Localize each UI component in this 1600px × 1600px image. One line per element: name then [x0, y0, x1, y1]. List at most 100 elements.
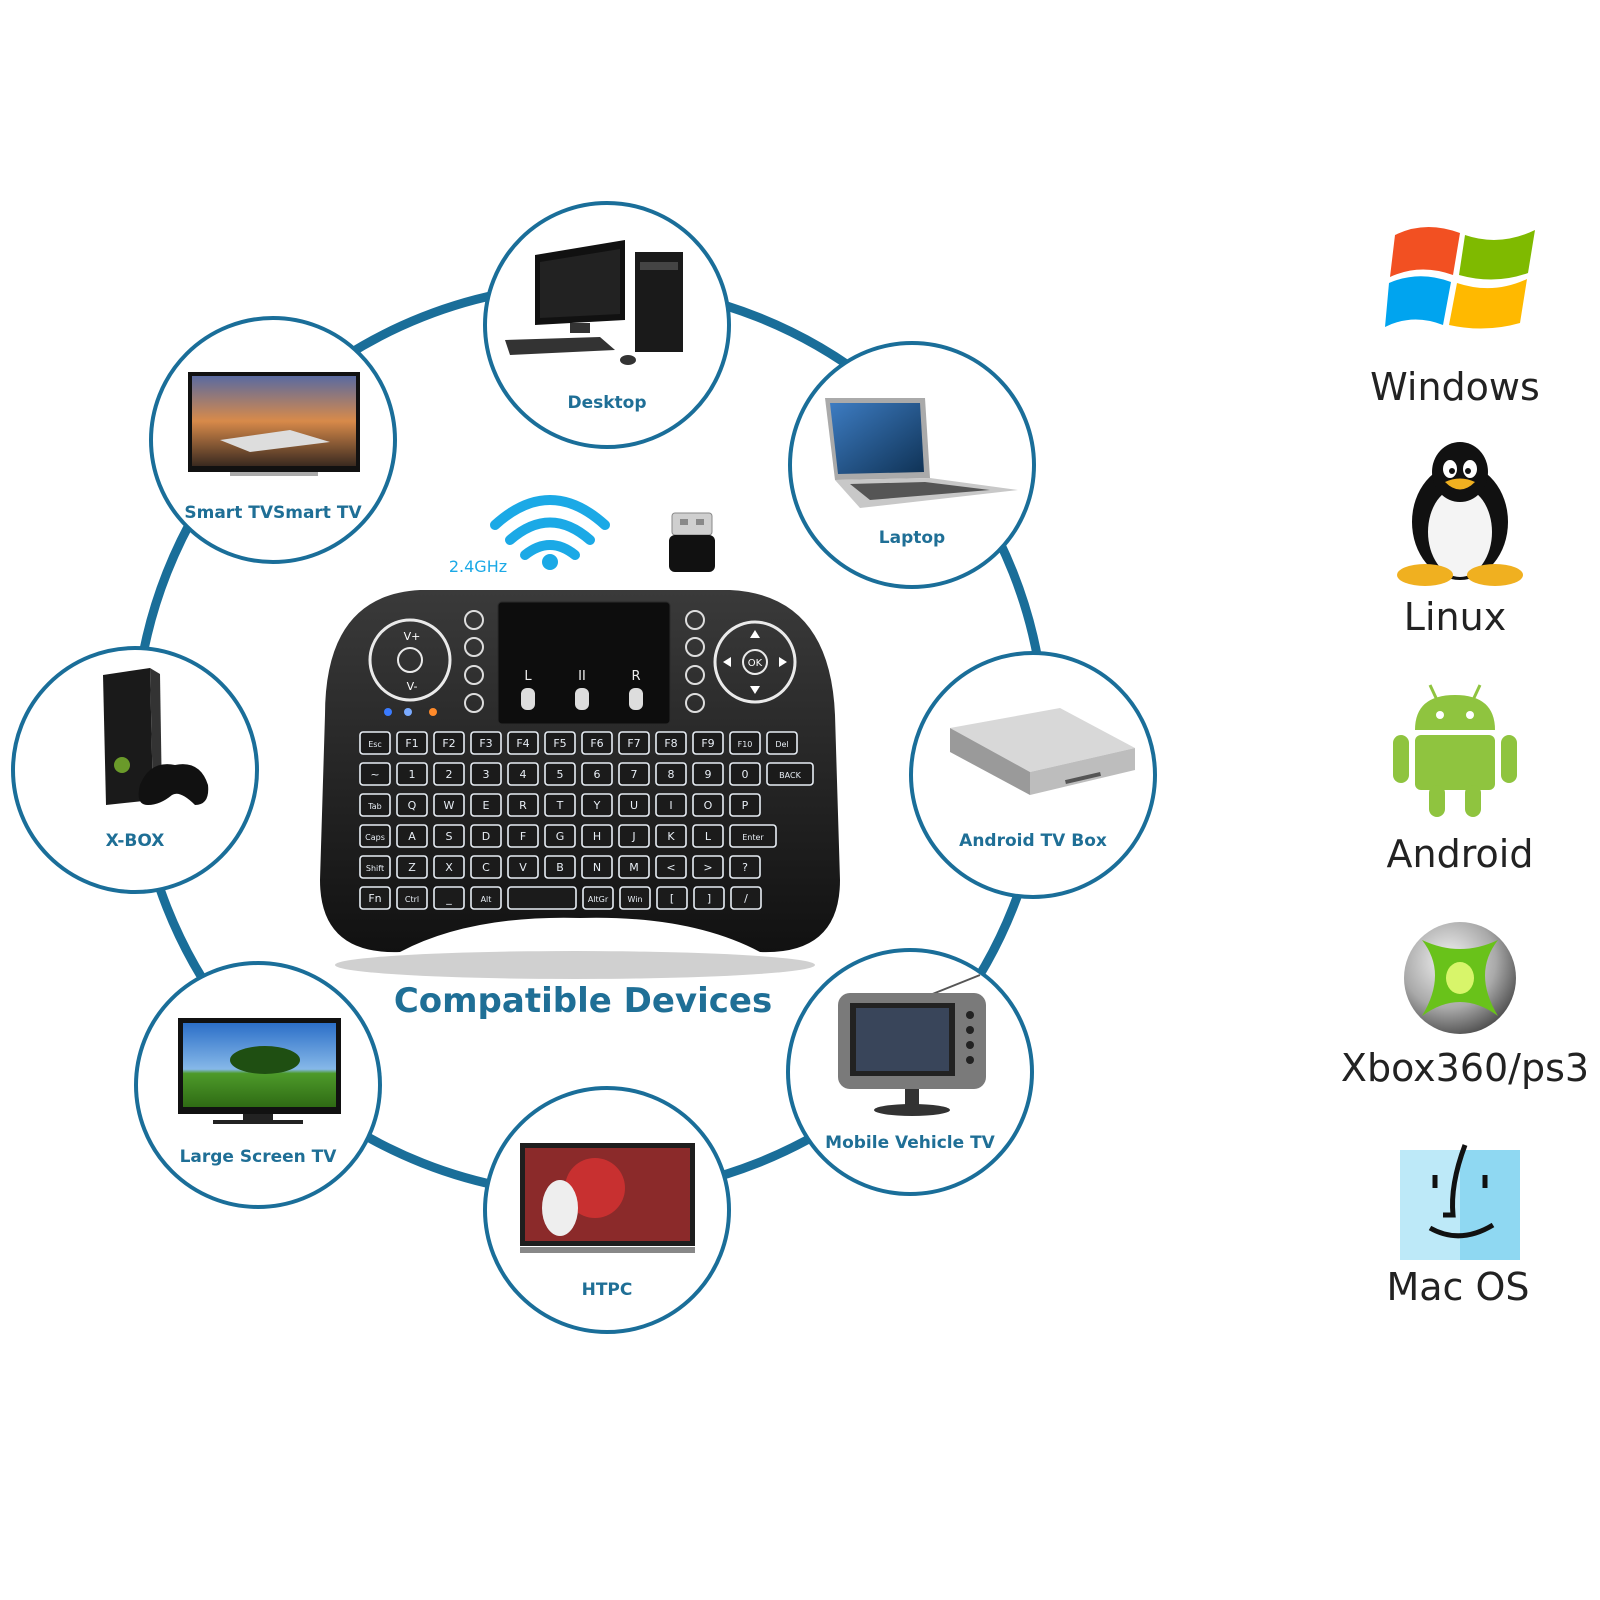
- function-button[interactable]: [685, 693, 705, 713]
- keyboard-key[interactable]: Ctrl: [396, 886, 428, 910]
- device-label-laptop: Laptop: [879, 528, 945, 548]
- device-android-tv-box: Android TV Box: [909, 651, 1157, 899]
- keyboard-key[interactable]: F1: [396, 731, 428, 755]
- keyboard-key[interactable]: N: [581, 855, 613, 879]
- keyboard-key-label: F10: [738, 740, 753, 749]
- keyboard-key[interactable]: 4: [507, 762, 539, 786]
- keyboard-key-label: E: [483, 799, 490, 812]
- keyboard-key[interactable]: E: [470, 793, 502, 817]
- keyboard-key[interactable]: AltGr: [582, 886, 614, 910]
- keyboard-key[interactable]: R: [507, 793, 539, 817]
- function-button[interactable]: [464, 637, 484, 657]
- function-button[interactable]: [685, 665, 705, 685]
- keyboard-key[interactable]: >: [692, 855, 724, 879]
- keyboard-key[interactable]: BACK: [766, 762, 814, 786]
- keyboard-key[interactable]: 8: [655, 762, 687, 786]
- touchpad-button[interactable]: [521, 688, 535, 710]
- keyboard-key[interactable]: <: [655, 855, 687, 879]
- keyboard-key-label: 6: [594, 768, 601, 781]
- keyboard-key[interactable]: F3: [470, 731, 502, 755]
- keyboard-key[interactable]: A: [396, 824, 428, 848]
- keyboard-key[interactable]: /: [730, 886, 762, 910]
- keyboard-key[interactable]: ?: [729, 855, 761, 879]
- keyboard-key-label: Win: [627, 895, 642, 904]
- keyboard-key[interactable]: J: [618, 824, 650, 848]
- touchpad: [497, 601, 671, 725]
- function-button[interactable]: [685, 637, 705, 657]
- keyboard-key[interactable]: U: [618, 793, 650, 817]
- keyboard-key[interactable]: 6: [581, 762, 613, 786]
- function-button[interactable]: [464, 693, 484, 713]
- keyboard-key[interactable]: F9: [692, 731, 724, 755]
- keyboard-key[interactable]: Fn: [359, 886, 391, 910]
- keyboard-key[interactable]: Q: [396, 793, 428, 817]
- keyboard-key[interactable]: F: [507, 824, 539, 848]
- keyboard-key[interactable]: ]: [693, 886, 725, 910]
- keyboard-key[interactable]: _: [433, 886, 465, 910]
- keyboard-key[interactable]: Alt: [470, 886, 502, 910]
- mac-finder-icon: [1395, 1140, 1525, 1265]
- function-button[interactable]: [464, 610, 484, 630]
- keyboard-key[interactable]: 1: [396, 762, 428, 786]
- keyboard-key[interactable]: D: [470, 824, 502, 848]
- keyboard-key[interactable]: M: [618, 855, 650, 879]
- keyboard-key[interactable]: F10: [729, 731, 761, 755]
- keyboard-key-label: B: [556, 861, 564, 874]
- keyboard-key[interactable]: G: [544, 824, 576, 848]
- keyboard-key[interactable]: K: [655, 824, 687, 848]
- keyboard-key-label: D: [482, 830, 490, 843]
- keyboard-key[interactable]: L: [692, 824, 724, 848]
- keyboard-key[interactable]: F7: [618, 731, 650, 755]
- keyboard-key[interactable]: W: [433, 793, 465, 817]
- keyboard-key[interactable]: V: [507, 855, 539, 879]
- keyboard-key[interactable]: Del: [766, 731, 798, 755]
- touchpad-button[interactable]: [629, 688, 643, 710]
- keyboard-key[interactable]: F6: [581, 731, 613, 755]
- keyboard-key[interactable]: Win: [619, 886, 651, 910]
- keyboard-key[interactable]: H: [581, 824, 613, 848]
- keyboard-key[interactable]: Y: [581, 793, 613, 817]
- keyboard-key-label: 5: [557, 768, 564, 781]
- function-button[interactable]: [464, 665, 484, 685]
- keyboard-key[interactable]: C: [470, 855, 502, 879]
- keyboard-key[interactable]: 7: [618, 762, 650, 786]
- keyboard-key[interactable]: Shift: [359, 855, 391, 879]
- keyboard-key-label: 4: [520, 768, 527, 781]
- keyboard-key-label: L: [705, 830, 712, 843]
- keyboard-key-label: ]: [707, 892, 711, 905]
- keyboard-key-label: F3: [479, 737, 492, 750]
- keyboard-key[interactable]: S: [433, 824, 465, 848]
- function-button[interactable]: [685, 610, 705, 630]
- keyboard-key[interactable]: 3: [470, 762, 502, 786]
- keyboard-key[interactable]: 2: [433, 762, 465, 786]
- keyboard-key[interactable]: 5: [544, 762, 576, 786]
- linux-penguin-icon: [1395, 437, 1525, 587]
- keyboard-key[interactable]: ~: [359, 762, 391, 786]
- keyboard-key[interactable]: Tab: [359, 793, 391, 817]
- keyboard-key[interactable]: Esc: [359, 731, 391, 755]
- keyboard-key[interactable]: 9: [692, 762, 724, 786]
- keyboard-key[interactable]: F5: [544, 731, 576, 755]
- keyboard-key[interactable]: [: [656, 886, 688, 910]
- keyboard-key[interactable]: Enter: [729, 824, 777, 848]
- frequency-label: 2.4GHz: [449, 557, 507, 576]
- keyboard-key-label: Alt: [481, 895, 492, 904]
- keyboard-key[interactable]: [507, 886, 577, 910]
- keyboard-key[interactable]: I: [655, 793, 687, 817]
- touchpad-button[interactable]: [575, 688, 589, 710]
- device-label-desktop: Desktop: [567, 393, 646, 413]
- keyboard-key[interactable]: Z: [396, 855, 428, 879]
- keyboard-key[interactable]: T: [544, 793, 576, 817]
- keyboard-key[interactable]: X: [433, 855, 465, 879]
- keyboard-key[interactable]: P: [729, 793, 761, 817]
- keyboard-key[interactable]: B: [544, 855, 576, 879]
- keyboard-key[interactable]: F2: [433, 731, 465, 755]
- keyboard-key[interactable]: F8: [655, 731, 687, 755]
- indicator-led: [429, 708, 437, 716]
- keyboard-key[interactable]: F4: [507, 731, 539, 755]
- keyboard-key[interactable]: Caps: [359, 824, 391, 848]
- indicator-led: [384, 708, 392, 716]
- keyboard-key[interactable]: O: [692, 793, 724, 817]
- keyboard-key-label: A: [408, 830, 416, 843]
- keyboard-key[interactable]: 0: [729, 762, 761, 786]
